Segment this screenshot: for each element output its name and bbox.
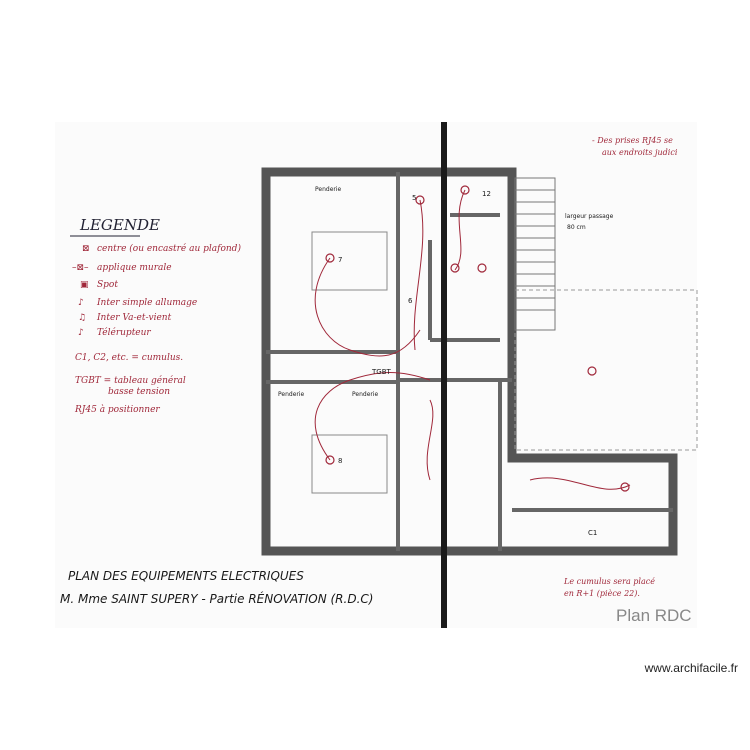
- room-label: Penderie: [352, 391, 379, 398]
- terrace: [514, 289, 698, 451]
- legend-note: RJ45 à positionner: [74, 404, 160, 415]
- plan-subtitle: M. Mme SAINT SUPERY - Partie RÉNOVATION …: [60, 591, 373, 606]
- ceiling-light-icon: ⊠: [82, 244, 90, 254]
- legend-note: C1, C2, etc. = cumulus.: [75, 353, 183, 363]
- staircase: [514, 177, 556, 331]
- room-number: 12: [482, 190, 491, 198]
- watermark: www.archifacile.fr: [644, 661, 738, 675]
- remote-switch-icon: ♪: [78, 328, 84, 338]
- tgbt-label: TGBT: [371, 368, 392, 376]
- legend-title: LEGENDE: [79, 216, 160, 234]
- room-number: 8: [338, 457, 342, 465]
- room-number: 7: [338, 256, 342, 264]
- cumulus-note: en R+1 (pièce 22).: [564, 589, 640, 598]
- rj45-note: - Des prises RJ45 se: [592, 136, 673, 145]
- room-label: Penderie: [278, 391, 305, 398]
- wall-light-icon: –⊠–: [72, 263, 89, 273]
- legend-item: Télérupteur: [97, 327, 151, 338]
- plan-label: Plan RDC: [616, 606, 692, 625]
- legend-item: Inter Va-et-vient: [96, 313, 172, 323]
- spot-icon: ▣: [80, 280, 89, 290]
- scan-divider: [441, 122, 447, 628]
- beds: [311, 231, 388, 494]
- cumulus-c1-label: C1: [588, 529, 597, 537]
- rj45-note: aux endroits judici: [602, 148, 678, 157]
- legend-item: Inter simple allumage: [96, 298, 197, 308]
- room-label: Penderie: [315, 186, 342, 193]
- legend-note: TGBT = tableau général: [75, 375, 186, 386]
- legend-item: Spot: [97, 280, 118, 290]
- stair-note: largeur passage: [565, 213, 614, 220]
- legend-items: ⊠ centre (ou encastré au plafond) –⊠– ap…: [72, 243, 241, 415]
- legend-note: basse tension: [108, 387, 170, 397]
- legend-item: applique murale: [97, 263, 172, 273]
- room-number: 5: [412, 194, 416, 202]
- walls: [261, 167, 678, 556]
- stair-note: 80 cm: [567, 224, 586, 231]
- plan-title: PLAN DES EQUIPEMENTS ELECTRIQUES: [68, 569, 304, 583]
- legend-item: centre (ou encastré au plafond): [97, 243, 241, 254]
- interior-walls: [266, 172, 673, 551]
- cumulus-note: Le cumulus sera placé: [563, 577, 655, 586]
- two-way-switch-icon: ♫: [78, 313, 86, 323]
- single-switch-icon: ♪: [78, 298, 84, 308]
- room-number: 6: [408, 297, 413, 305]
- ceiling-light-symbols: [325, 185, 630, 492]
- wiring: [314, 189, 631, 490]
